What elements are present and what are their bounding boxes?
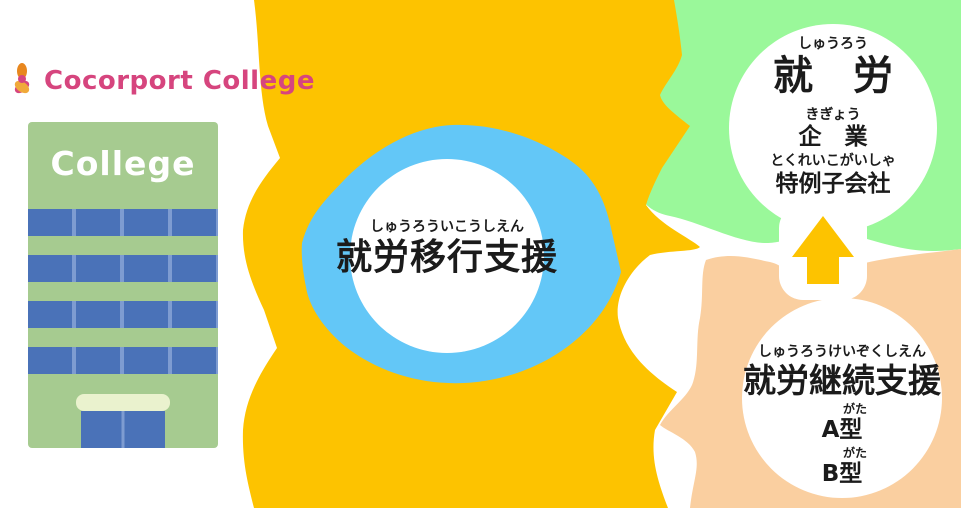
- building-window-row: [28, 209, 218, 236]
- type-a-furigana: がた: [842, 402, 867, 417]
- special-subsidiary-label: 特例子会社: [775, 170, 891, 197]
- type-a-label: A型: [821, 416, 863, 443]
- continuation-support-bubble: しゅうろうけいぞくしえん 就労継続支援 がた A型 がた B型: [720, 344, 961, 487]
- employment-circle: [729, 24, 937, 232]
- employment-furigana: しゅうろう: [798, 36, 868, 52]
- brand-name: Cocorport College: [44, 66, 315, 96]
- continuation-title: 就労継続支援: [743, 360, 941, 400]
- transition-furigana: しゅうろういこうしえん: [370, 219, 524, 235]
- company-furigana: きぎょう: [805, 106, 861, 123]
- special-subsidiary-furigana: とくれいこがいしゃ: [770, 153, 896, 170]
- employment-bubble: しゅうろう 就 労 きぎょう 企 業 とくれいこがいしゃ 特例子会社: [731, 36, 935, 197]
- building-wall: [28, 122, 218, 448]
- up-arrow-icon: [792, 216, 854, 284]
- building-window-row: [28, 301, 218, 328]
- building-window-row: [28, 347, 218, 374]
- transition-support-bubble: しゅうろういこうしえん 就労移行支援: [327, 219, 567, 278]
- building-sign: College: [50, 144, 196, 183]
- flower-logo-icon: [6, 62, 38, 100]
- brand-logo: Cocorport College: [6, 62, 315, 100]
- building-entrance-door: [81, 411, 165, 448]
- continuation-furigana: しゅうろうけいぞくしえん: [758, 344, 926, 360]
- continuation-circle: [742, 298, 942, 498]
- college-building-illustration: College: [28, 122, 218, 448]
- center-circle: [350, 159, 544, 353]
- employment-title: 就 労: [773, 52, 893, 99]
- company-label: 企 業: [798, 124, 868, 150]
- building-entrance-canopy: [76, 394, 170, 411]
- type-b-furigana: がた: [842, 446, 867, 461]
- transition-title: 就労移行支援: [335, 236, 558, 278]
- type-b-label: B型: [821, 460, 863, 487]
- building-window-row: [28, 255, 218, 282]
